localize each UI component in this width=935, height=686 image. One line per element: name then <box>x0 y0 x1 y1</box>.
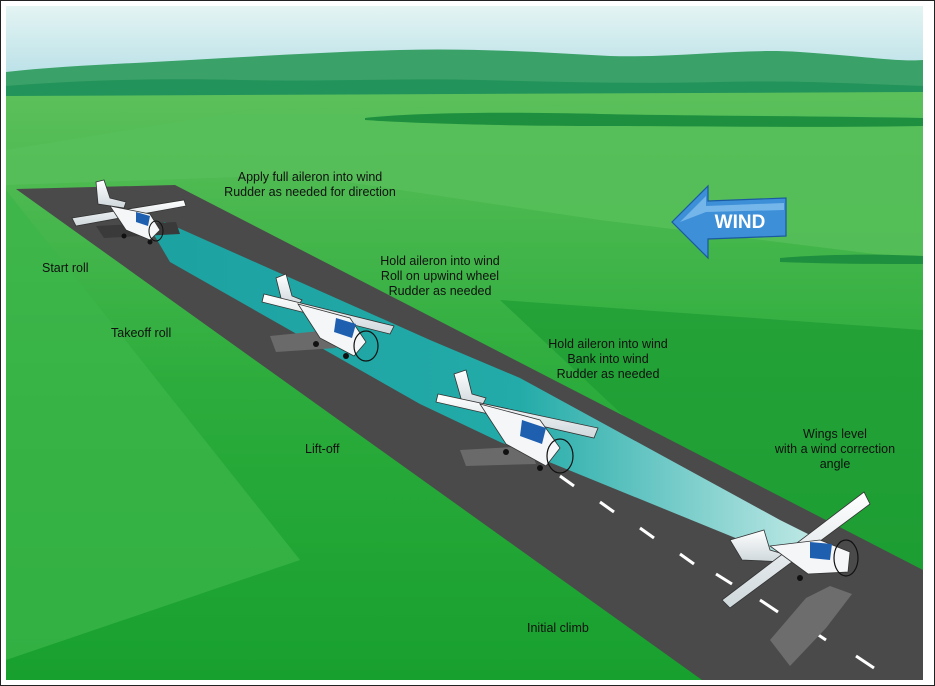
propeller-arc <box>833 539 859 577</box>
wheel <box>797 575 803 581</box>
propeller-arc <box>148 220 164 242</box>
stage1-instructions: Apply full aileron into wind Rudder as n… <box>200 170 420 200</box>
propeller-arc <box>546 438 574 474</box>
wheel <box>503 449 509 455</box>
wind-arrow: WIND <box>671 184 787 260</box>
lift-off-label: Lift-off <box>305 442 340 456</box>
stage2-line2: Roll on upwind wheel <box>380 269 500 283</box>
tree-line-right <box>780 254 923 264</box>
stage1-line2: Rudder as needed for direction <box>224 185 396 199</box>
propeller-arc <box>353 330 379 362</box>
wind-label: WIND <box>715 212 766 233</box>
stage4-line3: angle <box>819 457 851 471</box>
airplane-fuselage <box>297 303 367 357</box>
takeoff-roll-label: Takeoff roll <box>111 326 172 340</box>
airplane-shadow <box>770 586 852 666</box>
airplane-cabin <box>334 318 356 338</box>
stage2-line3: Rudder as needed <box>388 284 492 298</box>
airplane-fuselage <box>479 403 561 467</box>
tree-line <box>365 112 923 127</box>
stage2-instructions: Hold aileron into wind Roll on upwind wh… <box>350 254 530 299</box>
airplane-fuselage <box>109 205 161 241</box>
airplane-start-roll <box>71 179 187 245</box>
airplane-takeoff-roll <box>261 273 395 362</box>
stage4-line2: with a wind correction <box>774 442 896 456</box>
airplane-initial-climb <box>721 491 871 666</box>
airplane-cabin <box>136 212 150 226</box>
wheel <box>147 239 153 245</box>
stage3-line3: Rudder as needed <box>556 367 660 381</box>
stage4-instructions: Wings level with a wind correction angle <box>755 427 915 472</box>
airplane-shadow <box>460 446 536 466</box>
wheel <box>313 341 319 347</box>
stage3-line1: Hold aileron into wind <box>548 337 668 351</box>
wind-arrow-highlight <box>680 196 784 222</box>
runway <box>16 185 923 680</box>
stage2-line1: Hold aileron into wind <box>380 254 500 268</box>
airplane-cabin <box>520 420 546 444</box>
stage3-line2: Bank into wind <box>567 352 649 366</box>
airplane-cabin <box>810 542 832 560</box>
wheel <box>121 233 127 239</box>
start-roll-label: Start roll <box>42 261 89 275</box>
light-grass-wedge-left <box>6 190 300 660</box>
stage4-line1: Wings level <box>803 427 867 441</box>
initial-climb-label: Initial climb <box>527 621 589 635</box>
airplane-tail <box>95 179 127 209</box>
stage3-instructions: Hold aileron into wind Bank into wind Ru… <box>518 337 698 382</box>
wheel <box>343 353 349 359</box>
stage1-line1: Apply full aileron into wind <box>237 170 383 184</box>
airplane-lift-off <box>435 369 599 474</box>
wheel <box>537 465 543 471</box>
